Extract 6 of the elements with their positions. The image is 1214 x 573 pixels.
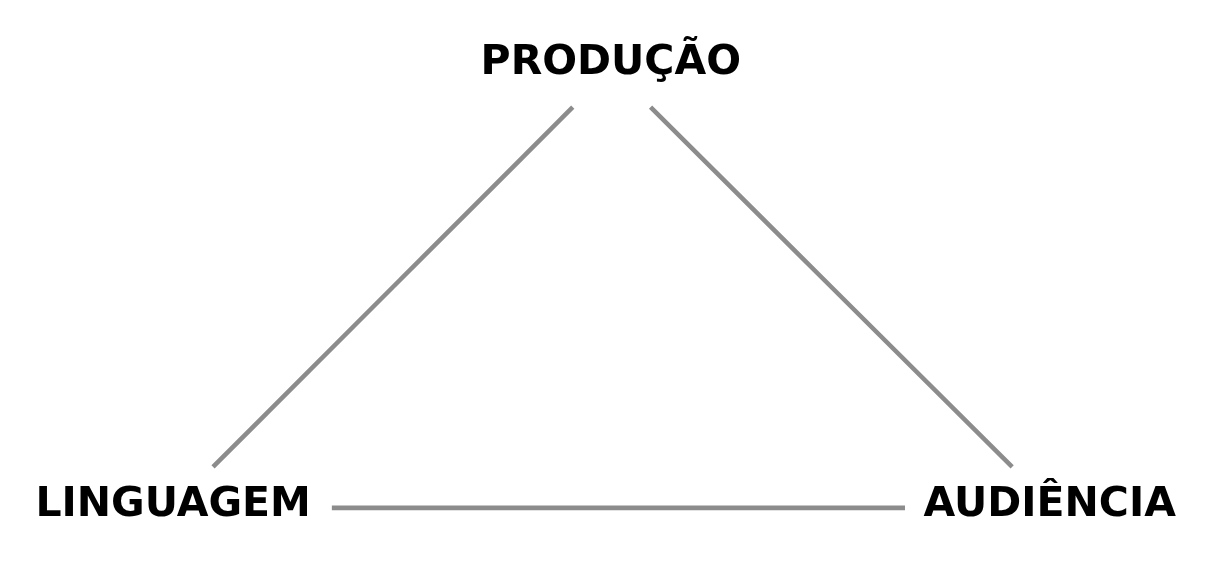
node-text: PRODUÇÃO (480, 35, 741, 84)
connector (211, 105, 575, 468)
connector (331, 505, 905, 510)
node-text: LINGUAGEM (35, 477, 311, 526)
node-text: AUDIÊNCIA (923, 477, 1176, 526)
connector (648, 105, 1014, 469)
